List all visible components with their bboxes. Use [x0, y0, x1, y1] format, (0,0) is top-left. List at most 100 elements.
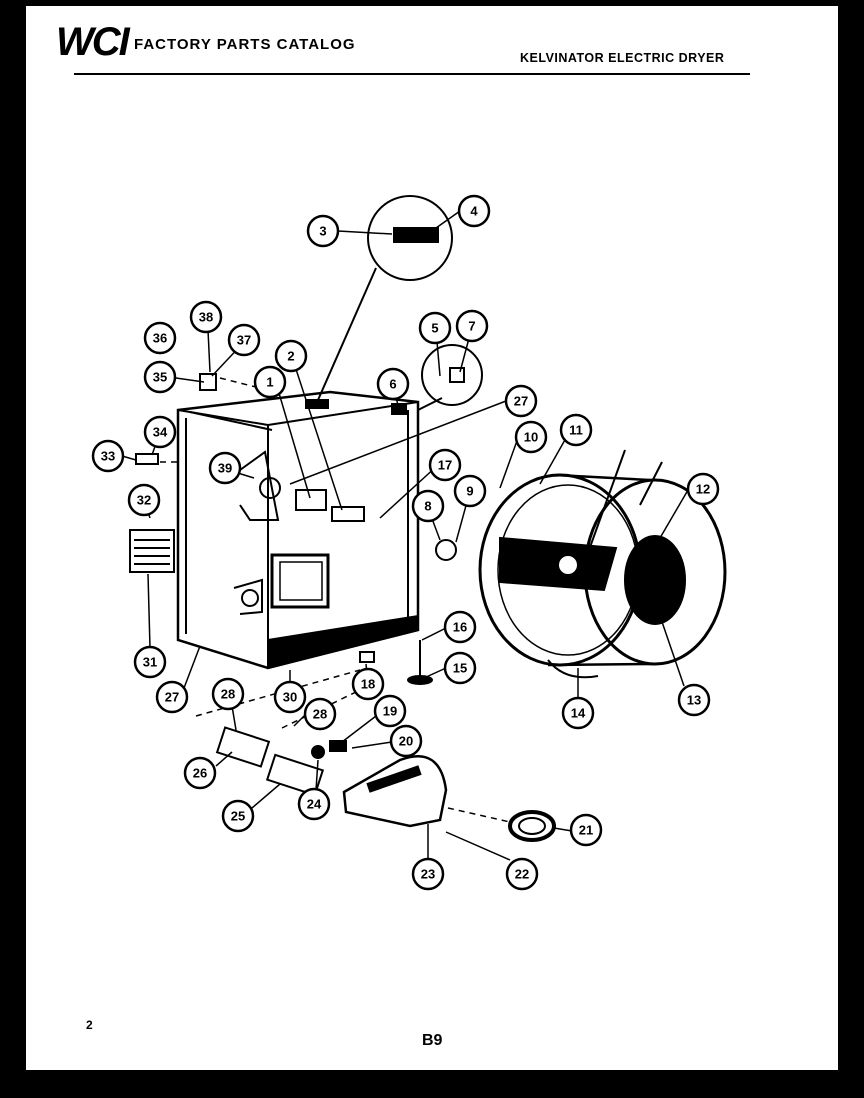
part-callout-c1: 1 [253, 365, 287, 399]
callout-label: 10 [524, 430, 538, 445]
part-callout-c25: 25 [221, 799, 255, 833]
callout-label: 1 [266, 375, 273, 390]
callout-circle [455, 309, 489, 343]
callout-label: 28 [221, 687, 235, 702]
part-callout-c2: 2 [274, 339, 308, 373]
part-callout-c39: 39 [208, 451, 242, 485]
callout-circle [514, 420, 548, 454]
callout-label: 8 [424, 499, 431, 514]
callout-circle [504, 384, 538, 418]
part-callout-c9: 9 [453, 474, 487, 508]
callout-label: 22 [515, 867, 529, 882]
callout-circle [221, 799, 255, 833]
cabinet-frame [176, 390, 420, 670]
part-callout-c13: 13 [677, 683, 711, 717]
callout-circle [208, 451, 242, 485]
callout-label: 16 [453, 620, 467, 635]
callout-circle [457, 194, 491, 228]
part-callout-c15: 15 [443, 651, 477, 685]
callout-label: 31 [143, 655, 157, 670]
dryer-drum [478, 449, 727, 679]
callout-circle [569, 813, 603, 847]
detail-inset-top [367, 195, 453, 281]
part-callout-c30: 30 [273, 680, 307, 714]
part-callout-c11: 11 [559, 413, 593, 447]
part-callout-c22: 22 [505, 857, 539, 891]
part-callout-c20: 20 [389, 724, 423, 758]
callout-circle [428, 448, 462, 482]
part-callout-c3: 3 [306, 214, 340, 248]
part-callout-c7: 7 [455, 309, 489, 343]
callout-circle [143, 321, 177, 355]
callout-label: 5 [431, 321, 438, 336]
part-callout-c38: 38 [189, 300, 223, 334]
part-callout-c8: 8 [411, 489, 445, 523]
callout-label: 17 [438, 458, 452, 473]
callout-circle [227, 323, 261, 357]
part-callout-c28b: 28 [303, 697, 337, 731]
callout-circle [306, 214, 340, 248]
callout-label: 37 [237, 333, 251, 348]
callout-label: 39 [218, 461, 232, 476]
callout-circle [143, 360, 177, 394]
callout-circle [189, 300, 223, 334]
part-callout-c21: 21 [569, 813, 603, 847]
callout-circle [505, 857, 539, 891]
part-callout-c4: 4 [457, 194, 491, 228]
callout-label: 6 [389, 377, 396, 392]
part-callout-c36: 36 [143, 321, 177, 355]
callout-label: 24 [307, 797, 322, 812]
callout-label: 30 [283, 690, 297, 705]
part-callout-c23: 23 [411, 857, 445, 891]
part-callout-c14: 14 [561, 696, 595, 730]
callout-label: 9 [466, 484, 473, 499]
callout-circle [453, 474, 487, 508]
callout-label: 32 [137, 493, 151, 508]
callout-label: 15 [453, 661, 467, 676]
blower-assembly [215, 726, 556, 842]
callout-circle [253, 365, 287, 399]
detail-inset-side [421, 344, 483, 406]
page-number: 2 [86, 1018, 93, 1032]
callout-label: 34 [153, 425, 168, 440]
part-callout-c26: 26 [183, 756, 217, 790]
part-callout-c6: 6 [376, 367, 410, 401]
part-callout-c5: 5 [418, 311, 452, 345]
callout-circle [127, 483, 161, 517]
callout-label: 19 [383, 704, 397, 719]
part-callout-c27b: 27 [155, 680, 189, 714]
part-callout-c16: 16 [443, 610, 477, 644]
callout-circle [443, 610, 477, 644]
callout-circle [274, 339, 308, 373]
callout-circle [677, 683, 711, 717]
part-callout-c28a: 28 [211, 677, 245, 711]
callout-label: 13 [687, 693, 701, 708]
part-callout-c17: 17 [428, 448, 462, 482]
callout-label: 7 [468, 319, 475, 334]
callout-circle [143, 415, 177, 449]
callout-circle [561, 696, 595, 730]
catalog-page [26, 6, 838, 1070]
part-callout-c24: 24 [297, 787, 331, 821]
callout-label: 14 [571, 706, 586, 721]
part-callout-c35: 35 [143, 360, 177, 394]
callout-label: 18 [361, 677, 375, 692]
wci-logo: WCI [56, 20, 130, 64]
callout-label: 21 [579, 823, 593, 838]
part-callout-c37: 37 [227, 323, 261, 357]
part-callout-c10: 10 [514, 420, 548, 454]
callout-label: 25 [231, 809, 245, 824]
callout-circle [559, 413, 593, 447]
callout-circle [351, 667, 385, 701]
callout-circle [376, 367, 410, 401]
callout-circle [686, 472, 720, 506]
callout-label: 35 [153, 370, 167, 385]
part-callout-c33: 33 [91, 439, 125, 473]
callout-circle [389, 724, 423, 758]
page-code: B9 [422, 1032, 443, 1049]
callout-label: 12 [696, 482, 710, 497]
callout-circle [443, 651, 477, 685]
callout-label: 27 [514, 394, 528, 409]
callout-circle [411, 489, 445, 523]
vent-grille [129, 529, 175, 573]
